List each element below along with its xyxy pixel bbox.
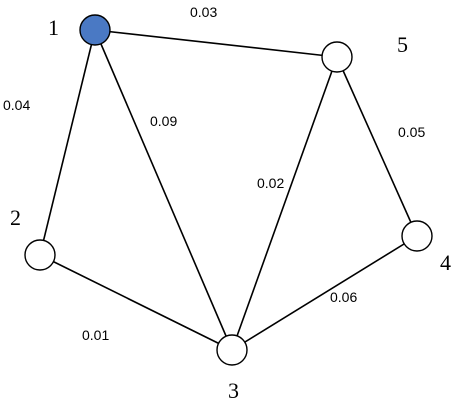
nodes-layer <box>24 14 433 366</box>
node-3 <box>216 334 248 366</box>
edge-weight-1-2: 0.04 <box>3 97 30 113</box>
edge-1-5 <box>94 29 338 58</box>
edge-4-3 <box>231 235 418 351</box>
edge-weight-2-3: 0.01 <box>82 327 109 343</box>
node-4 <box>401 220 433 252</box>
edges-layer <box>39 29 418 351</box>
edge-1-2 <box>39 29 96 256</box>
node-label-3: 3 <box>228 378 239 401</box>
node-5 <box>321 41 353 73</box>
edge-weight-5-3: 0.02 <box>257 175 284 191</box>
node-labels-layer: 1 2 3 4 5 <box>10 15 451 401</box>
node-label-5: 5 <box>397 32 408 57</box>
node-2 <box>24 239 56 271</box>
edge-weight-1-3: 0.09 <box>150 113 177 129</box>
edge-weight-5-4: 0.05 <box>398 124 425 140</box>
edge-weight-1-5: 0.03 <box>190 4 217 20</box>
edge-5-4 <box>336 56 418 237</box>
node-label-1: 1 <box>48 15 59 40</box>
edge-2-3 <box>39 254 233 351</box>
edge-weight-4-3: 0.06 <box>330 289 357 305</box>
edge-1-3 <box>94 29 233 351</box>
node-1 <box>79 14 111 46</box>
node-label-2: 2 <box>10 205 21 230</box>
edge-labels-layer: 0.03 0.04 0.09 0.02 0.05 0.01 0.06 <box>3 4 425 343</box>
node-label-4: 4 <box>440 250 451 275</box>
edge-5-3 <box>231 56 338 351</box>
